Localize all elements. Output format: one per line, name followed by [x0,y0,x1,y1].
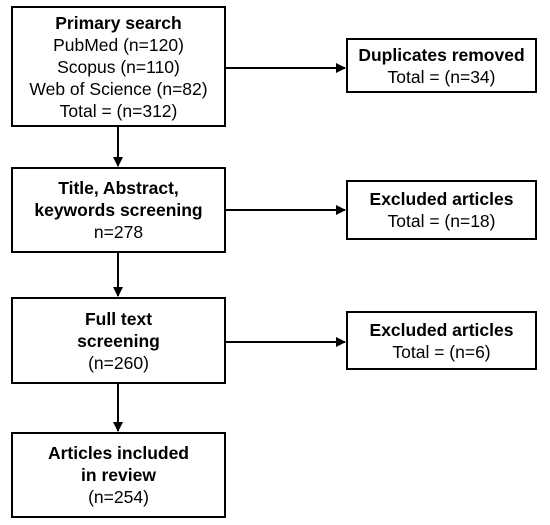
full-text-screening-title: screening [77,330,160,351]
primary-search-line: Total = (n=312) [59,100,178,121]
articles-included-title: Articles included [47,443,189,463]
primary-search-line: Scopus (n=110) [57,56,180,77]
articles-included-title: in review [81,465,156,485]
articles-included-box: Articles included in review (n=254) [11,432,226,518]
duplicates-removed-title: Duplicates removed [358,44,525,65]
excluded-articles-title: Excluded articles [369,319,514,340]
primary-search-line: PubMed (n=120) [53,34,184,55]
full-text-screening-title: Full text [84,308,153,329]
title-screening-count: n=278 [93,222,144,242]
title-screening-title: keywords screening [34,200,203,220]
excluded-articles-box-1: Excluded articles Total = (n=18) [346,180,537,240]
excluded-articles-total: Total = (n=6) [392,341,491,362]
full-text-screening-box: Full text screening (n=260) [11,297,226,384]
full-text-screening-count: (n=260) [88,352,149,373]
primary-search-line: Web of Science (n=82) [29,78,208,99]
excluded-articles-total: Total = (n=18) [387,211,496,231]
articles-included-count: (n=254) [88,487,149,507]
title-screening-title: Title, Abstract, [58,178,179,198]
primary-search-title: Primary search [55,12,182,33]
excluded-articles-box-2: Excluded articles Total = (n=6) [346,311,537,370]
title-screening-box: Title, Abstract, keywords screening n=27… [11,167,226,253]
duplicates-removed-box: Duplicates removed Total = (n=34) [346,38,537,93]
excluded-articles-title: Excluded articles [369,189,514,209]
primary-search-box: Primary search PubMed (n=120) Scopus (n=… [11,6,226,127]
duplicates-removed-total: Total = (n=34) [387,66,496,87]
